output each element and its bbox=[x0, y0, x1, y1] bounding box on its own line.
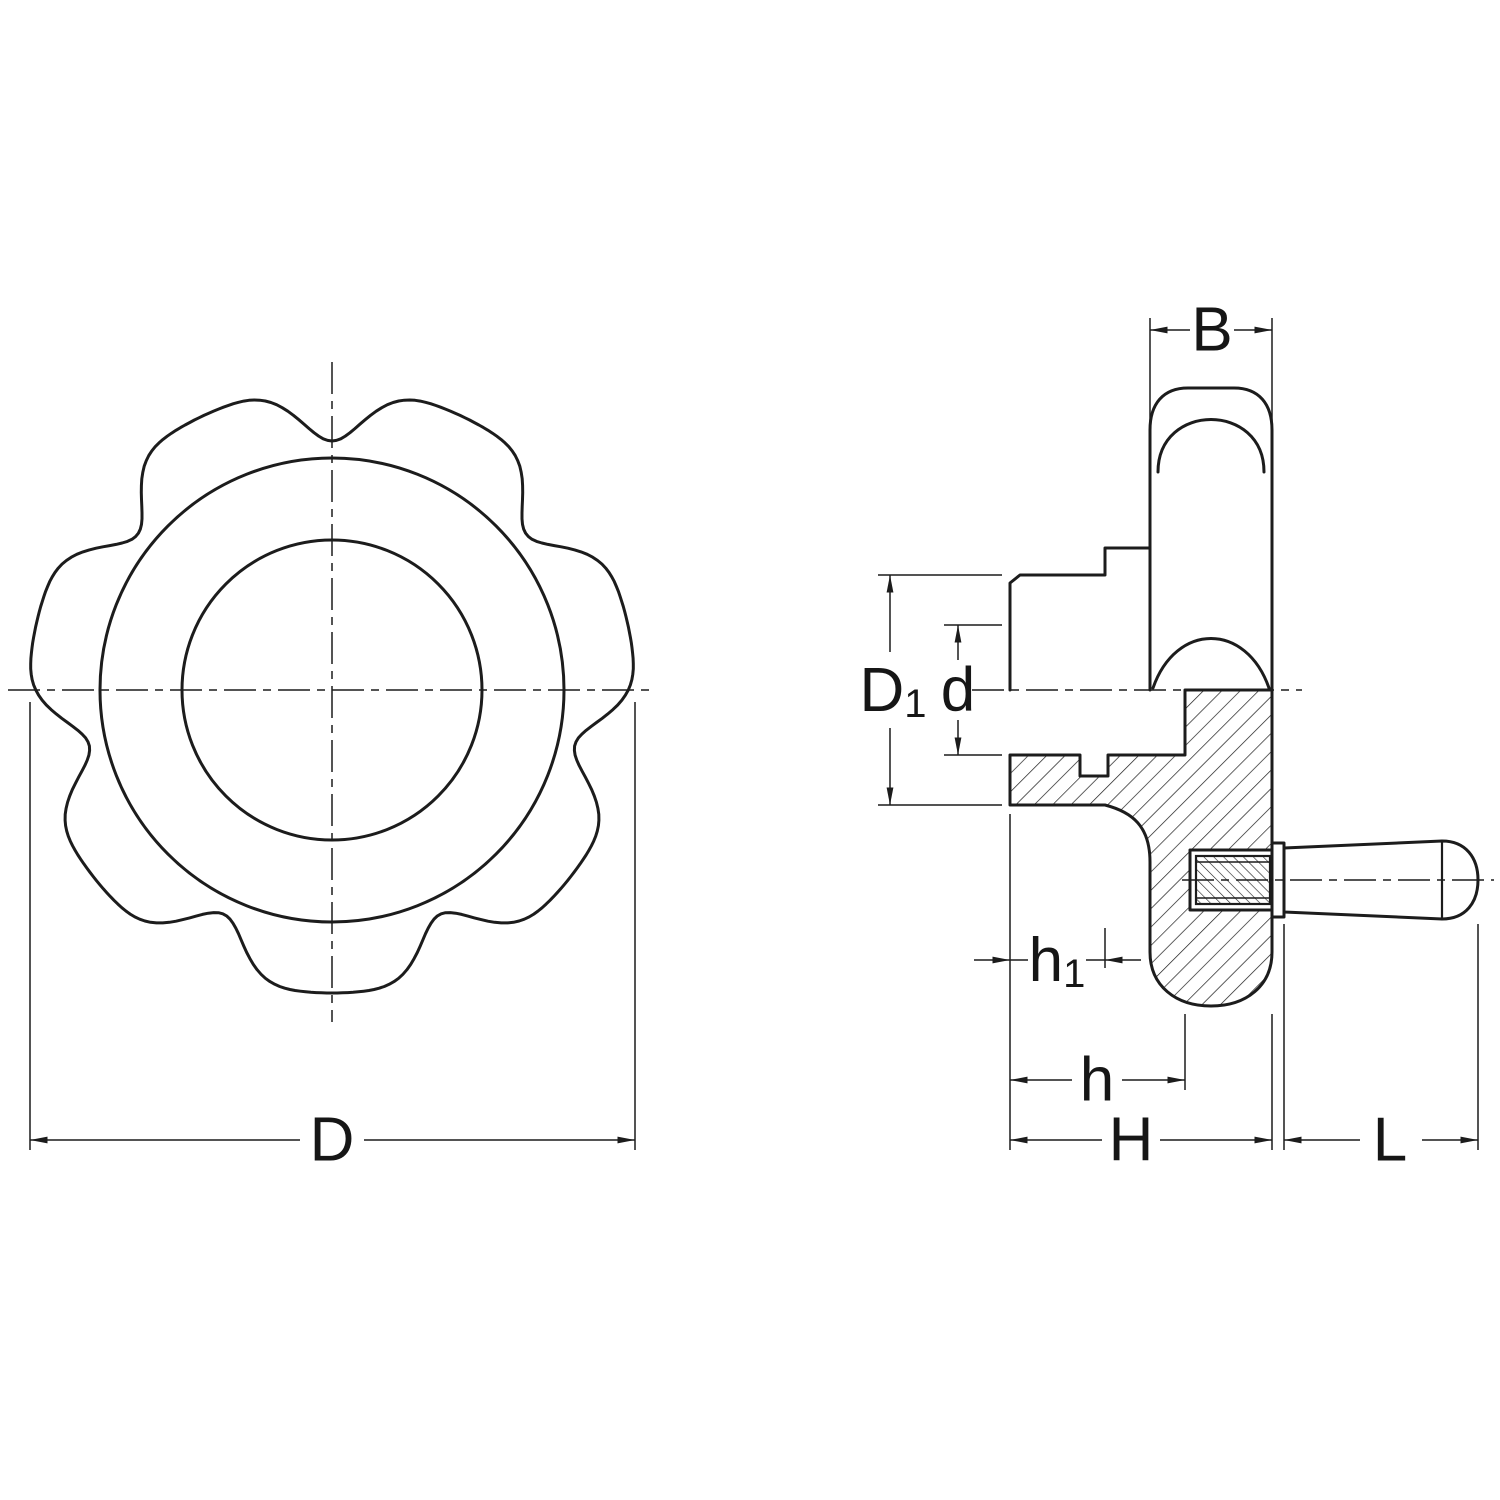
rim-inner-dome bbox=[1156, 418, 1266, 474]
front-view bbox=[29, 398, 635, 995]
dim-label-L: L bbox=[1373, 1106, 1407, 1175]
dimension-h1: h1 bbox=[974, 926, 1141, 997]
dim-label-D1: D1 bbox=[859, 656, 926, 727]
lobed-wheel-outline bbox=[29, 398, 635, 995]
dimension-D1: D1 bbox=[859, 574, 1002, 806]
section-hatched-area bbox=[1008, 688, 1274, 1008]
rim-inner-circle bbox=[98, 456, 566, 924]
side-view bbox=[1008, 386, 1480, 1008]
dim-label-H: H bbox=[1109, 1106, 1154, 1175]
dim-label-D: D bbox=[310, 1106, 355, 1175]
dimension-B: B bbox=[1149, 296, 1273, 424]
dimensions: D B D1 d bbox=[29, 296, 1479, 1175]
lobe-notch-silhouette bbox=[1151, 637, 1271, 690]
dimension-d: d bbox=[941, 624, 1002, 756]
dim-label-d: d bbox=[941, 656, 975, 725]
dim-label-h: h bbox=[1080, 1046, 1114, 1115]
rim-outline bbox=[1148, 386, 1274, 692]
dimension-h: h bbox=[1010, 1014, 1186, 1115]
dim-label-B: B bbox=[1191, 296, 1232, 365]
dimension-D: D bbox=[29, 702, 636, 1175]
hub-outline-top bbox=[1008, 546, 1152, 692]
dimension-H: H bbox=[1009, 814, 1273, 1175]
handle-outline bbox=[1282, 839, 1480, 921]
hub-circle bbox=[180, 538, 484, 842]
dim-label-h1: h1 bbox=[1029, 926, 1086, 997]
dimension-L: L bbox=[1283, 924, 1479, 1175]
handle-stud-section bbox=[1194, 854, 1272, 906]
